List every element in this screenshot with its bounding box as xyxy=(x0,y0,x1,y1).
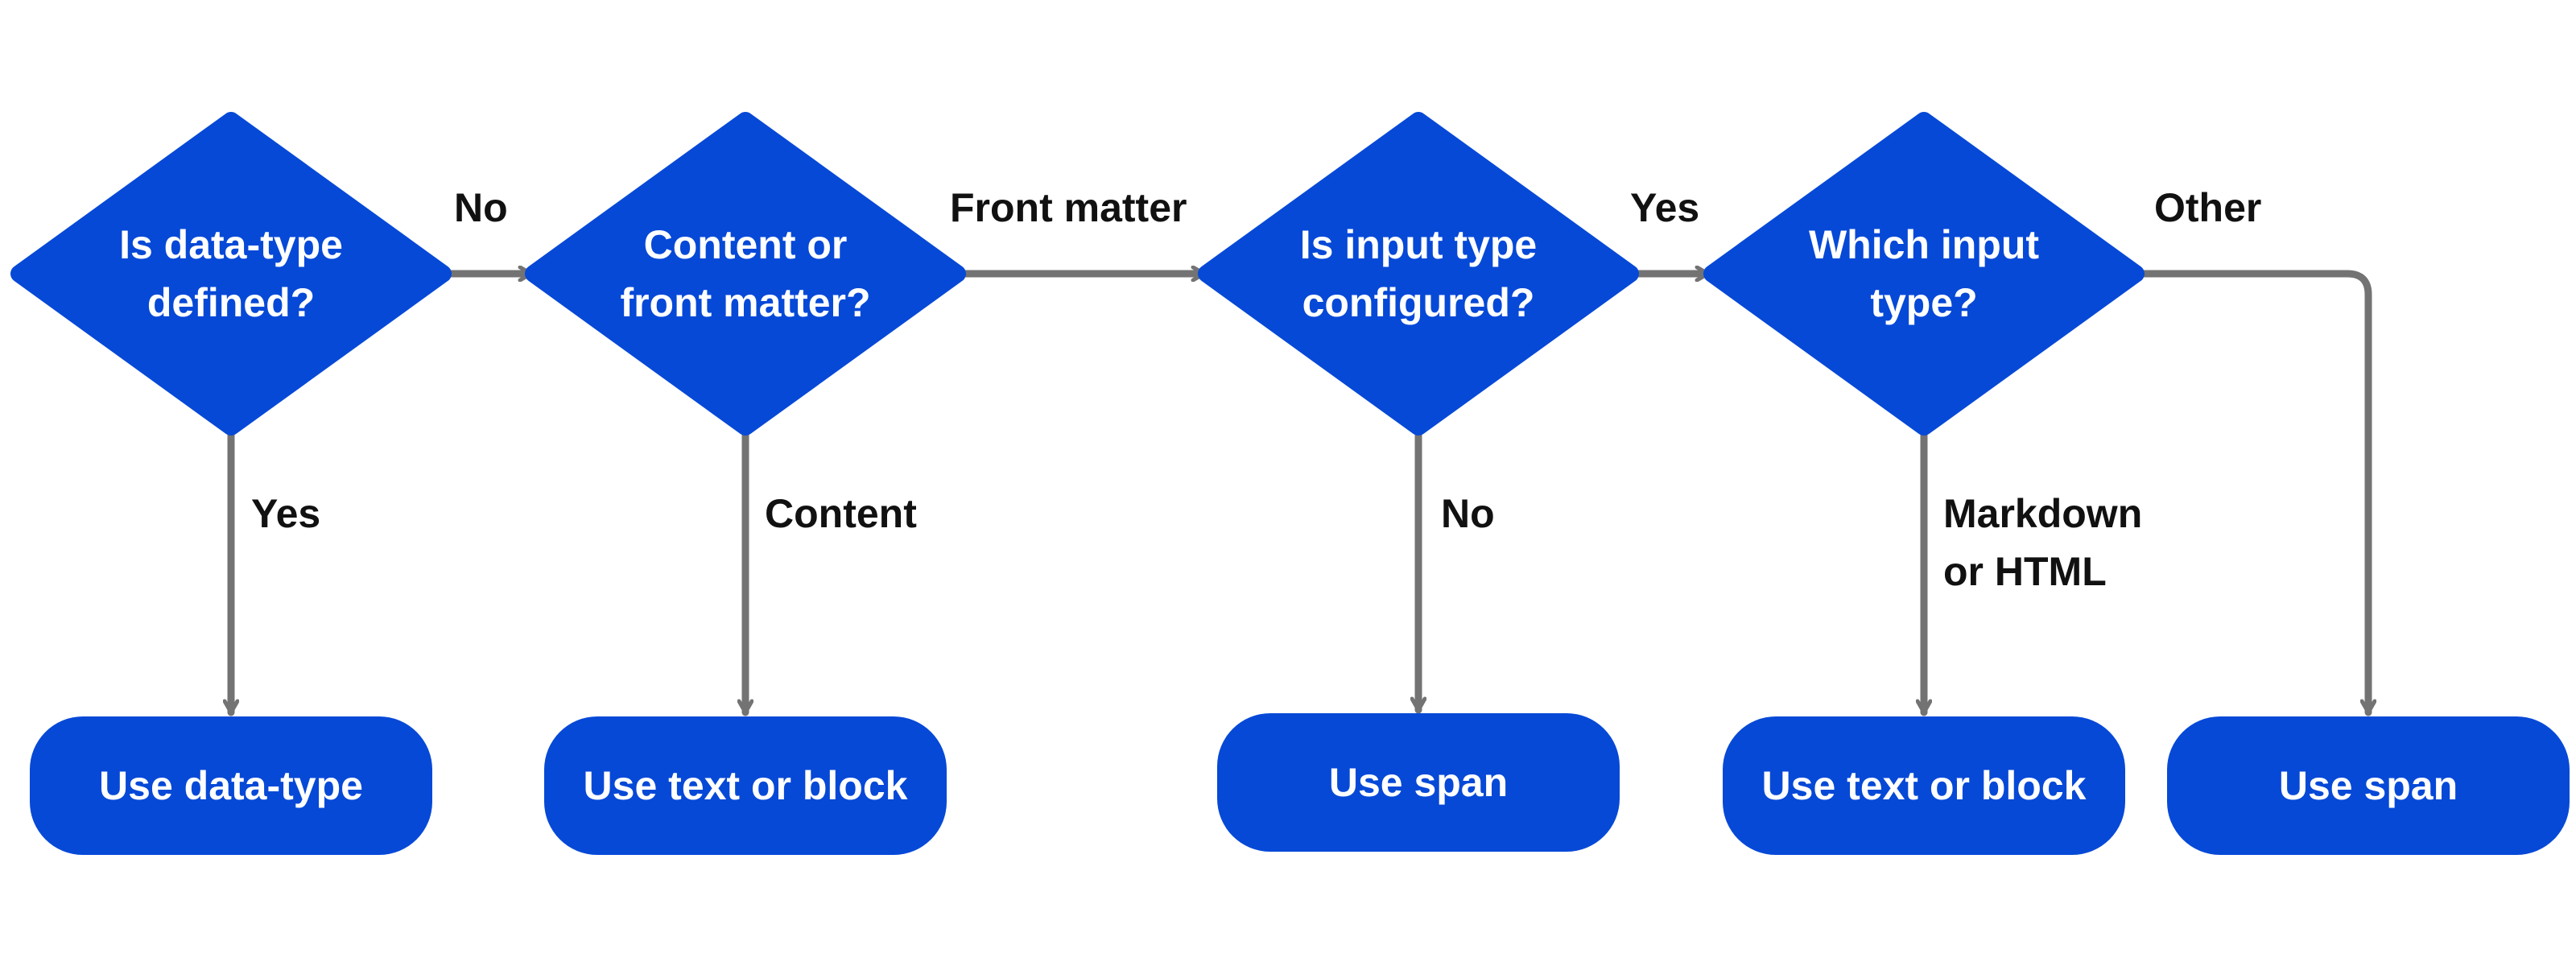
edge-label-data-type-yes: Yes xyxy=(251,491,321,536)
edge-label-other: Other xyxy=(2154,185,2262,230)
edge-label-markdown-html: Markdown or HTML xyxy=(1943,485,2142,601)
result-box-span-1 xyxy=(1217,713,1620,852)
result-box-text-block-1 xyxy=(544,716,947,855)
decision-diamond-input-configured xyxy=(1198,112,1639,436)
label-line: Markdown xyxy=(1943,491,2143,536)
edge-label-content: Content xyxy=(765,491,917,536)
decision-diamond-data-type xyxy=(10,112,452,436)
result-box-span-2 xyxy=(2167,716,2570,855)
decision-diamond-which-input xyxy=(1703,112,2145,436)
edge-label-configured-no: No xyxy=(1441,491,1495,536)
connector-other xyxy=(2131,270,2368,716)
edge-label-configured-yes: Yes xyxy=(1630,185,1700,230)
result-box-use-data-type xyxy=(30,716,432,855)
edge-label-data-type-no: No xyxy=(454,185,508,230)
decision-diamond-content-front xyxy=(525,112,966,436)
label-line: or HTML xyxy=(1943,549,2107,594)
edge-label-front-matter: Front matter xyxy=(950,185,1187,230)
result-box-text-block-2 xyxy=(1723,716,2125,855)
